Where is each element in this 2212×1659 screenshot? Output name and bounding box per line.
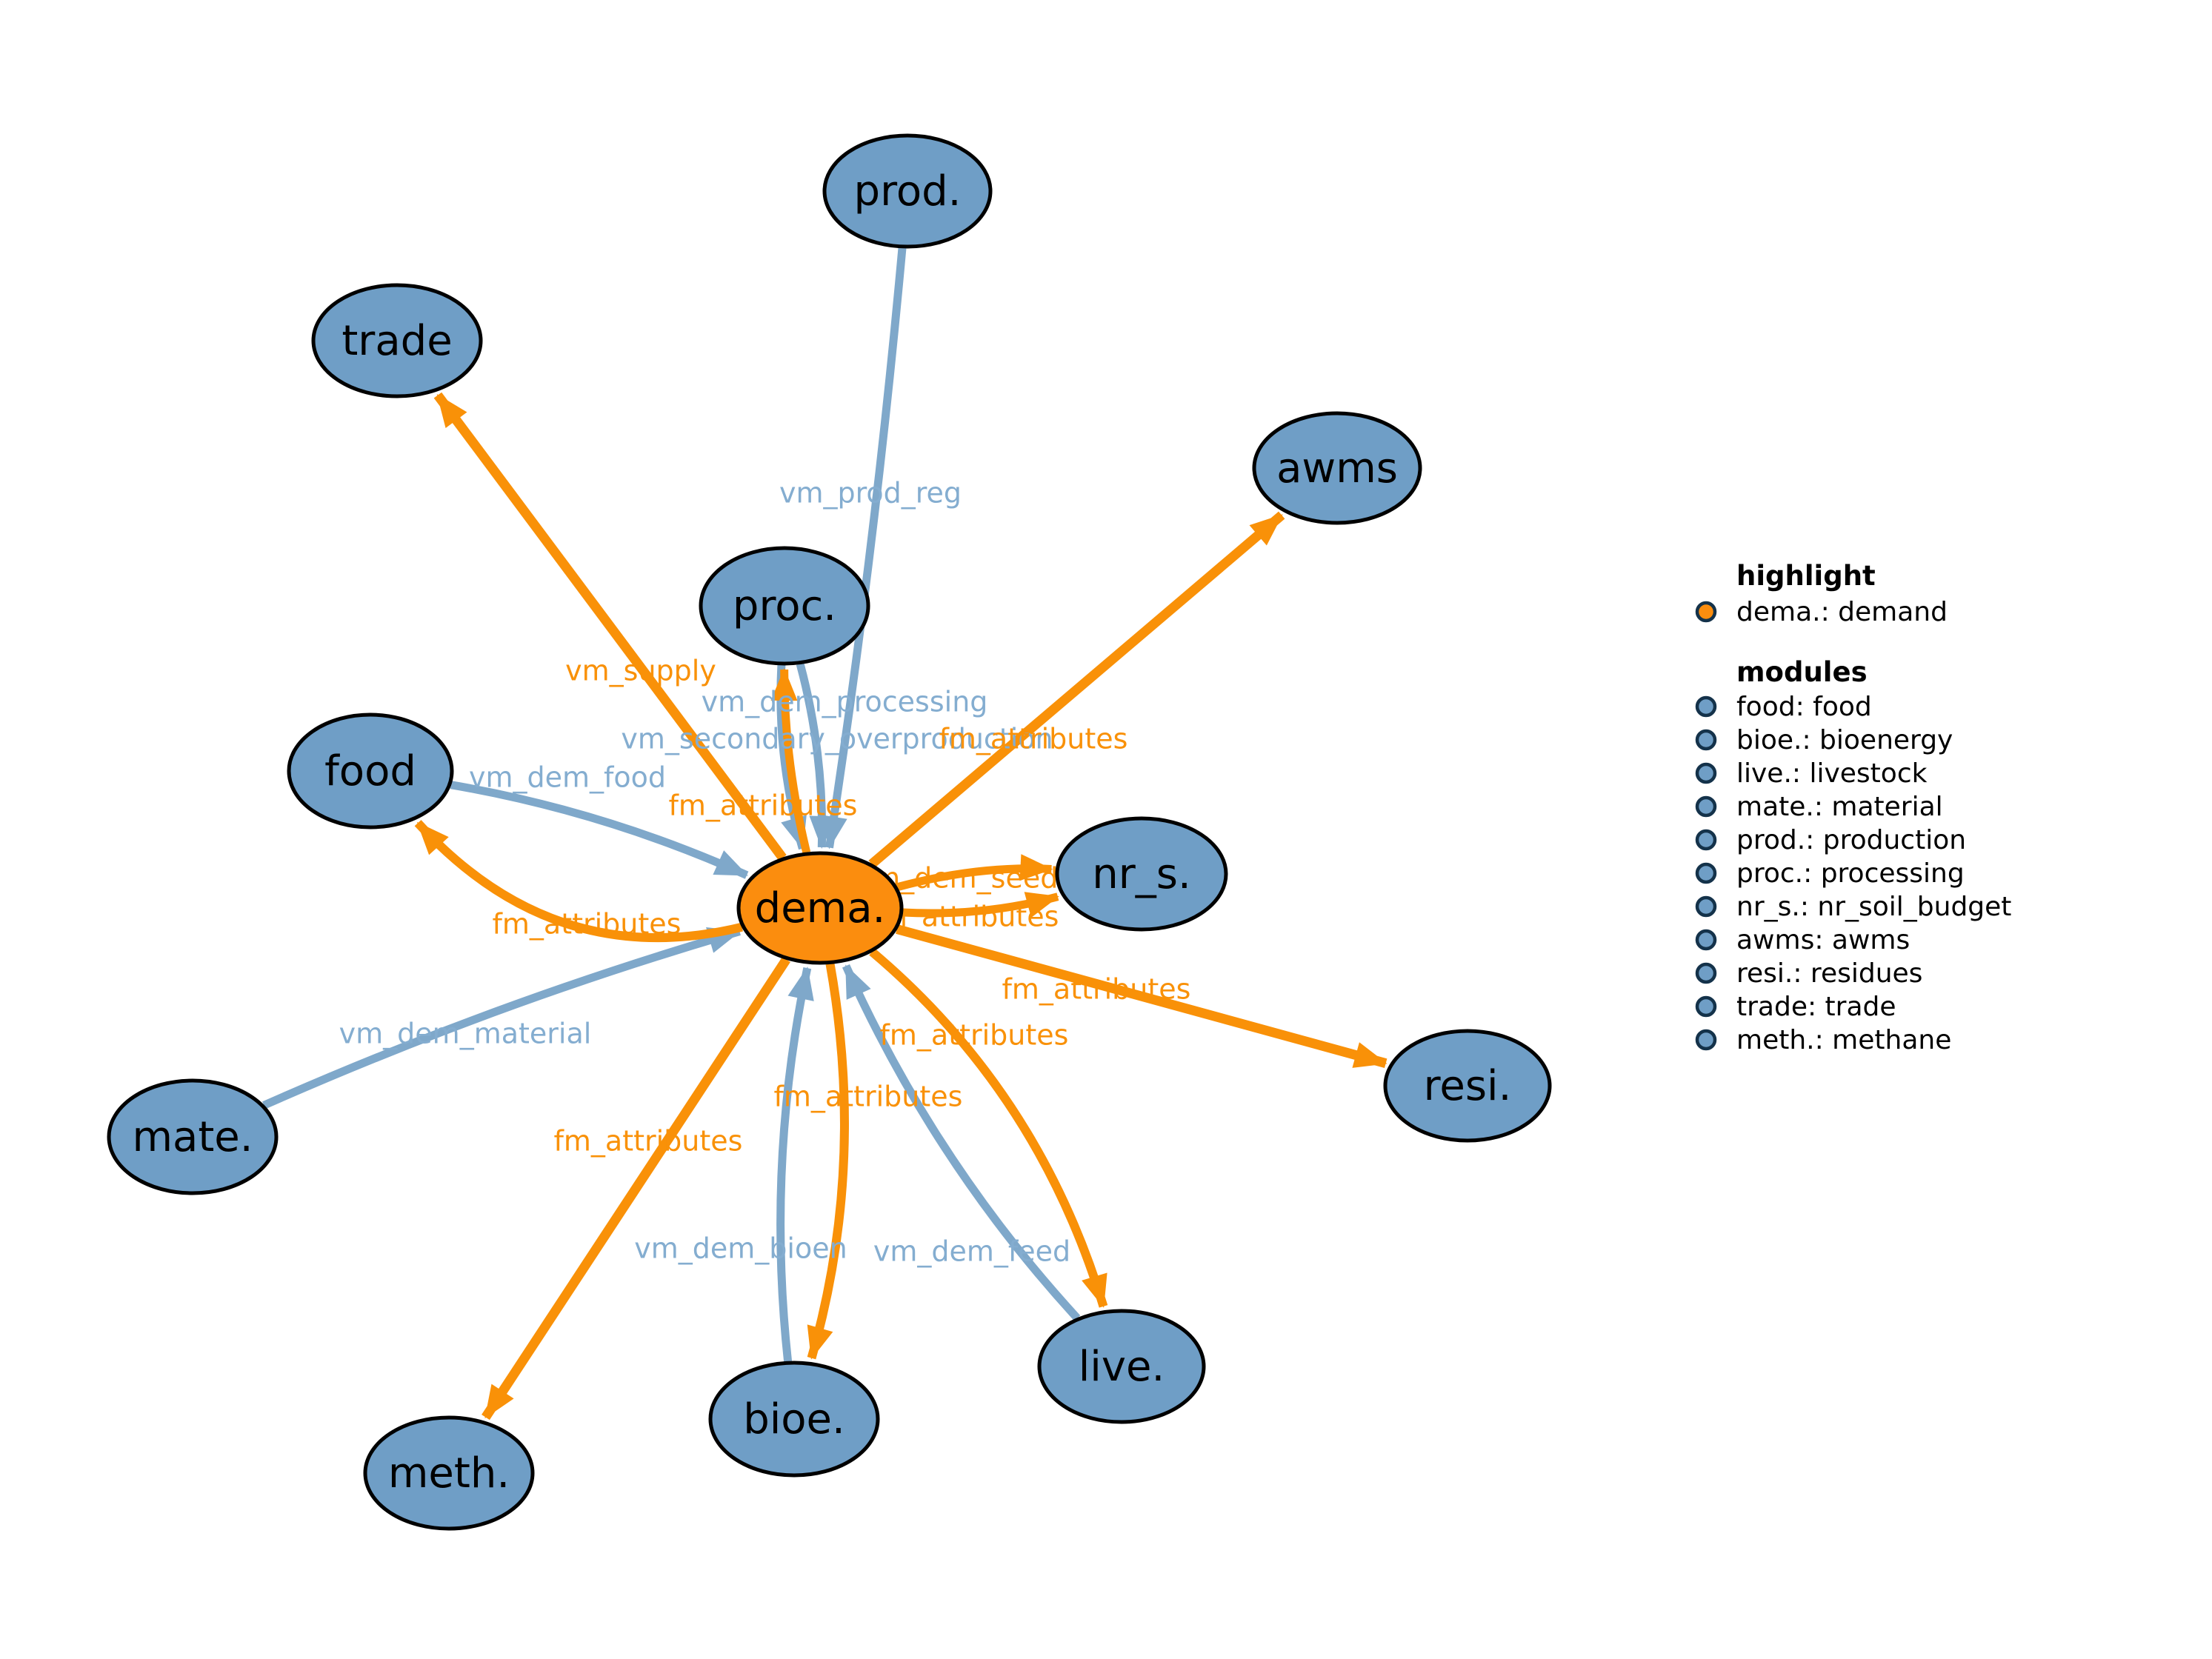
node-food: food	[287, 712, 454, 830]
node-ellipse-live	[1037, 1309, 1206, 1424]
legend-module-item-0-label: food: food	[1736, 692, 1872, 722]
node-ellipse-dema	[736, 851, 904, 965]
node-ellipse-resi	[1383, 1029, 1552, 1143]
edge-label-0-vm_prod_reg: vm_prod_reg	[779, 477, 962, 510]
legend-module-item-9-bullet-icon	[1695, 995, 1717, 1018]
node-nr_s: nr_s.	[1055, 816, 1228, 932]
node-label-prod: prod.	[854, 167, 962, 216]
edge-labels-layer: vm_prod_reg vm_dem_processing vm_secondary…	[339, 477, 1191, 1268]
legend-module-item-2-bullet-icon	[1695, 762, 1717, 784]
node-ellipse-awms	[1252, 411, 1422, 525]
node-dema: dema.	[736, 851, 904, 965]
legend-highlight-title: highlight	[1736, 560, 1876, 592]
edge-label-3-vm_dem_food: vm_dem_food	[469, 761, 666, 794]
node-prod: prod.	[822, 133, 993, 249]
edge-dema-bioe	[807, 963, 849, 1360]
legend-module-item-4-label: prod.: production	[1736, 825, 1966, 855]
edge-label-15-fm_attributes: fm_attributes	[774, 1081, 963, 1113]
edge-mate-dema	[262, 927, 742, 1109]
legend-module-item-6-label: nr_s.: nr_soil_budget	[1736, 892, 2011, 922]
legend-module-item-6-bullet-icon	[1695, 895, 1717, 918]
edge-label-2-vm_secondary_overproduction: vm_secondary_overproduction	[621, 723, 1053, 755]
node-live: live.	[1037, 1309, 1206, 1424]
node-label-nr_s: nr_s.	[1092, 850, 1191, 898]
legend-module-item-8-bullet-icon	[1695, 962, 1717, 984]
legend-module-item-10-label: meth.: methane	[1736, 1025, 1951, 1055]
edge-label-8-fm_attributes: fm_attributes	[939, 723, 1128, 755]
node-ellipse-bioe	[708, 1361, 880, 1478]
node-awms: awms	[1252, 411, 1422, 525]
node-label-meth: meth.	[388, 1449, 510, 1498]
legend-module-item-9-label: trade: trade	[1736, 992, 1896, 1022]
nodes-layer: prod. trade awms proc. food nr_s. dema. mate. re…	[107, 133, 1552, 1531]
node-mate: mate.	[107, 1078, 279, 1195]
edge-dema-trade	[433, 392, 787, 861]
node-bioe: bioe.	[708, 1361, 880, 1478]
edge-label-14-fm_attributes: fm_attributes	[880, 1019, 1069, 1052]
legend-highlight-item-0-label: dema.: demand	[1736, 597, 1948, 627]
edge-dema-meth	[482, 956, 790, 1421]
edge-food-dema	[450, 781, 749, 879]
legend-module-item-1-bullet-icon	[1695, 729, 1717, 751]
node-label-food: food	[324, 747, 416, 795]
node-trade: trade	[311, 283, 483, 398]
node-resi: resi.	[1383, 1029, 1552, 1143]
edge-dema-proc	[770, 668, 811, 854]
node-label-dema: dema.	[755, 884, 886, 932]
node-ellipse-food	[287, 712, 454, 830]
node-ellipse-meth	[363, 1415, 535, 1531]
legend-module-item-2-label: live.: livestock	[1736, 758, 1928, 789]
edge-dema-awms	[868, 511, 1285, 868]
node-ellipse-prod	[822, 133, 993, 249]
legend-module-item-5-bullet-icon	[1695, 862, 1717, 884]
node-meth: meth.	[363, 1415, 535, 1531]
edge-label-9-fm_attributes: fm_attributes	[669, 790, 858, 822]
edge-proc-dema	[796, 663, 836, 849]
legend-module-item-7-label: awms: awms	[1736, 925, 1910, 955]
legend-module-item-1-label: bioe.: bioenergy	[1736, 725, 1953, 755]
edge-prod-dema	[821, 247, 907, 849]
node-label-resi: resi.	[1424, 1062, 1512, 1110]
legend-module-item-7-bullet-icon	[1695, 929, 1717, 951]
legend-module-item-3-label: mate.: material	[1736, 792, 1943, 822]
edge-dema-nr_s	[896, 854, 1053, 892]
edge-label-4-vm_dem_material: vm_dem_material	[339, 1018, 592, 1050]
edge-live-dema	[842, 964, 1081, 1321]
legend-module-item-5-label: proc.: processing	[1736, 858, 1965, 889]
node-label-mate: mate.	[132, 1113, 253, 1161]
legend: highlight dema.: demand modules food: foodb…	[1695, 560, 2011, 1055]
edge-label-16-fm_attributes: fm_attributes	[554, 1125, 743, 1158]
legend-modules-title: modules	[1736, 656, 1868, 688]
edge-label-11-fm_attributes: fm_attributes	[493, 908, 682, 941]
node-proc: proc.	[699, 546, 870, 666]
legend-module-item-4-bullet-icon	[1695, 829, 1717, 851]
node-ellipse-proc	[699, 546, 870, 666]
node-ellipse-trade	[311, 283, 483, 398]
node-label-proc: proc.	[733, 582, 836, 630]
edge-bioe-dema	[776, 967, 814, 1362]
node-label-live: live.	[1079, 1343, 1165, 1391]
node-label-bioe: bioe.	[743, 1395, 845, 1443]
node-ellipse-nr_s	[1055, 816, 1228, 932]
edge-label-13-fm_attributes: fm_attributes	[1002, 973, 1191, 1006]
node-ellipse-mate	[107, 1078, 279, 1195]
legend-module-item-10-bullet-icon	[1695, 1029, 1717, 1051]
edge-dema-nr_s	[902, 892, 1059, 918]
legend-module-item-8-label: resi.: residues	[1736, 958, 1922, 989]
edges-layer	[262, 247, 1388, 1421]
edge-dema-resi	[896, 924, 1388, 1068]
edge-label-1-vm_dem_processing: vm_dem_processing	[702, 686, 988, 718]
edge-label-6-vm_dem_feed: vm_dem_feed	[873, 1235, 1070, 1268]
edge-dema-live	[869, 948, 1108, 1308]
edge-dema-food	[414, 820, 744, 943]
node-label-awms: awms	[1276, 444, 1398, 493]
node-label-trade: trade	[342, 317, 452, 365]
legend-module-item-3-bullet-icon	[1695, 795, 1717, 818]
edge-label-7-vm_supply: vm_supply	[565, 655, 716, 687]
edge-label-5-vm_dem_bioen: vm_dem_bioen	[634, 1232, 847, 1265]
legend-module-item-0-bullet-icon	[1695, 695, 1717, 718]
legend-highlight-item-0-bullet-icon	[1695, 601, 1717, 623]
